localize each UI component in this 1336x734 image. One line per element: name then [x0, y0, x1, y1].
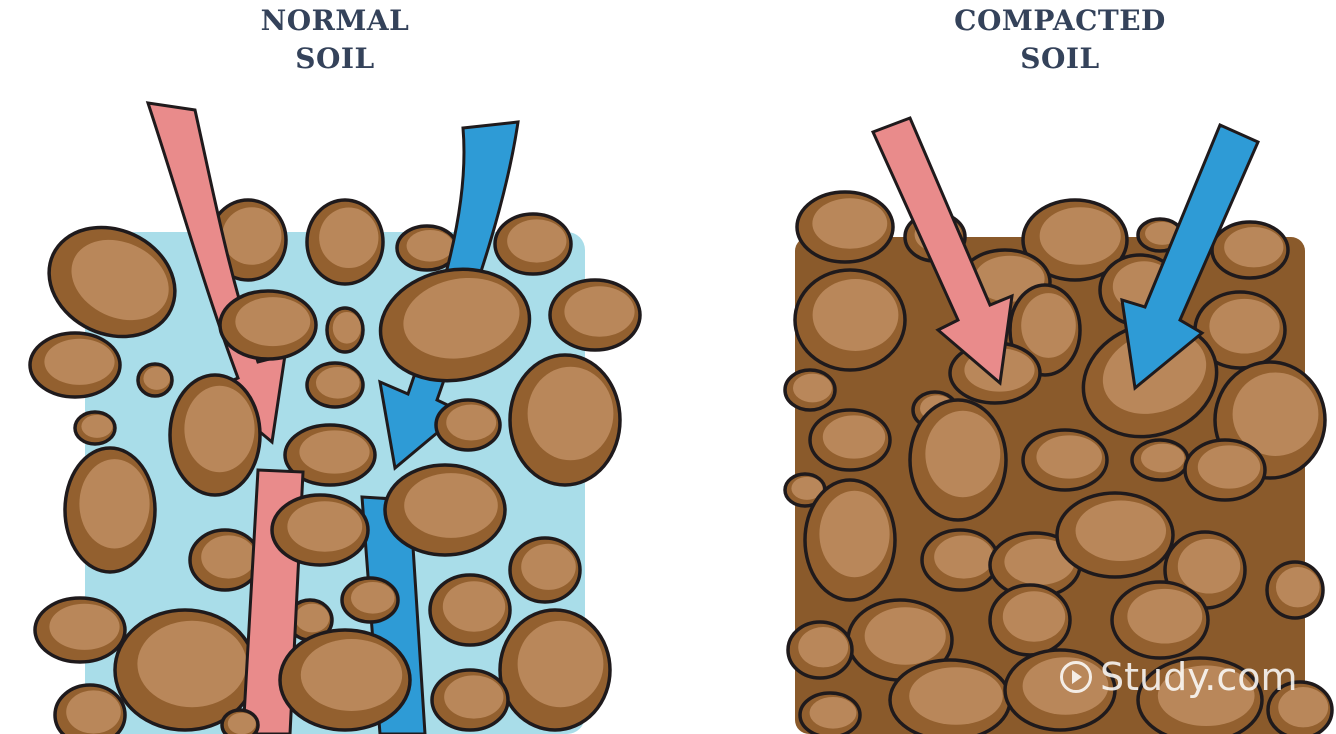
- rock: [795, 270, 905, 370]
- rock: [190, 530, 260, 590]
- rock: [1132, 440, 1188, 480]
- rock: [280, 630, 410, 730]
- rock: [307, 200, 383, 284]
- rock: [510, 355, 620, 485]
- rock: [500, 610, 610, 730]
- rock: [436, 400, 500, 450]
- rock: [65, 448, 155, 572]
- rock: [170, 375, 260, 495]
- rock: [788, 622, 852, 678]
- rock: [55, 685, 125, 734]
- rock: [890, 660, 1010, 734]
- rock: [805, 480, 895, 600]
- rock: [1267, 562, 1323, 618]
- rock: [1212, 222, 1288, 278]
- rock: [342, 578, 398, 622]
- rock: [30, 333, 120, 397]
- rock: [550, 280, 640, 350]
- rock: [1112, 582, 1208, 658]
- rock: [327, 308, 363, 352]
- rock: [495, 214, 571, 274]
- study-com-watermark: Study.com: [1060, 655, 1298, 699]
- rock: [430, 575, 510, 645]
- rock: [307, 363, 363, 407]
- rock: [35, 598, 125, 662]
- rock: [385, 465, 505, 555]
- rock: [220, 291, 316, 359]
- rock: [800, 693, 860, 734]
- rock: [432, 670, 508, 730]
- rock: [1023, 430, 1107, 490]
- rock: [1185, 440, 1265, 500]
- rock: [75, 412, 115, 444]
- rock: [910, 400, 1006, 520]
- rock: [272, 495, 368, 565]
- rock: [785, 370, 835, 410]
- rock: [810, 410, 890, 470]
- rock: [922, 530, 998, 590]
- watermark-text: Study.com: [1100, 655, 1298, 699]
- rock: [138, 364, 172, 396]
- rock: [990, 585, 1070, 655]
- rock: [510, 538, 580, 602]
- rock: [797, 192, 893, 262]
- rock: [222, 710, 258, 734]
- play-circle-icon: [1060, 661, 1092, 693]
- rock: [1057, 493, 1173, 577]
